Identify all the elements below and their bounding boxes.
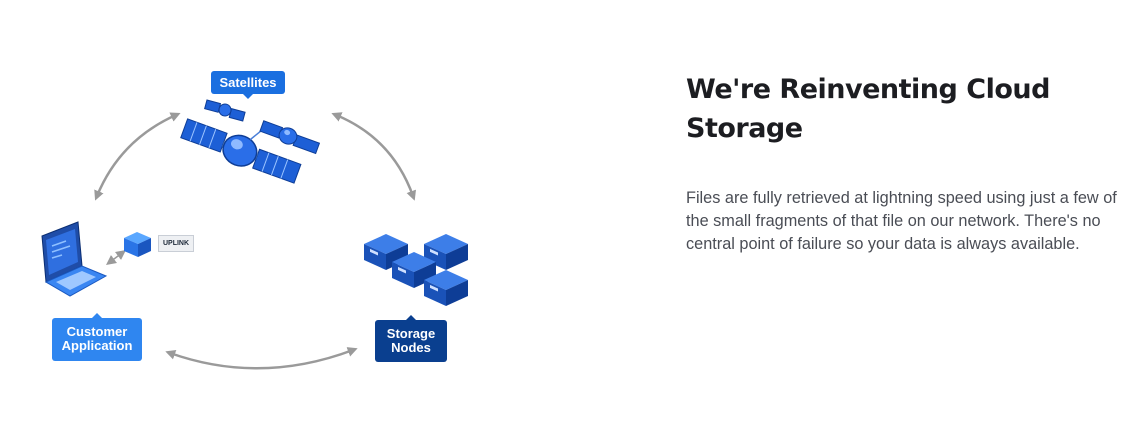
- description-text: Files are fully retrieved at lightning s…: [686, 189, 1117, 253]
- uplink-tag: UPLINK: [158, 235, 194, 252]
- storage-nodes-badge: Storage Nodes: [375, 315, 447, 362]
- diagram-graphics: [41, 99, 468, 370]
- cycle-arrow-icon: [94, 112, 416, 370]
- satellite-icon: [180, 99, 321, 184]
- intro-section: We're Reinventing Cloud Storage Files ar…: [686, 70, 1134, 256]
- uplink-cube-icon: [124, 232, 151, 257]
- network-diagram: Satellites UPLINK Customer Application S…: [0, 0, 560, 436]
- storage-node-icon: [364, 234, 468, 306]
- laptop-icon: [41, 221, 108, 297]
- satellites-badge: Satellites: [211, 71, 285, 99]
- page-title: We're Reinventing Cloud Storage: [686, 74, 1050, 144]
- customer-application-badge: Customer Application: [52, 313, 142, 361]
